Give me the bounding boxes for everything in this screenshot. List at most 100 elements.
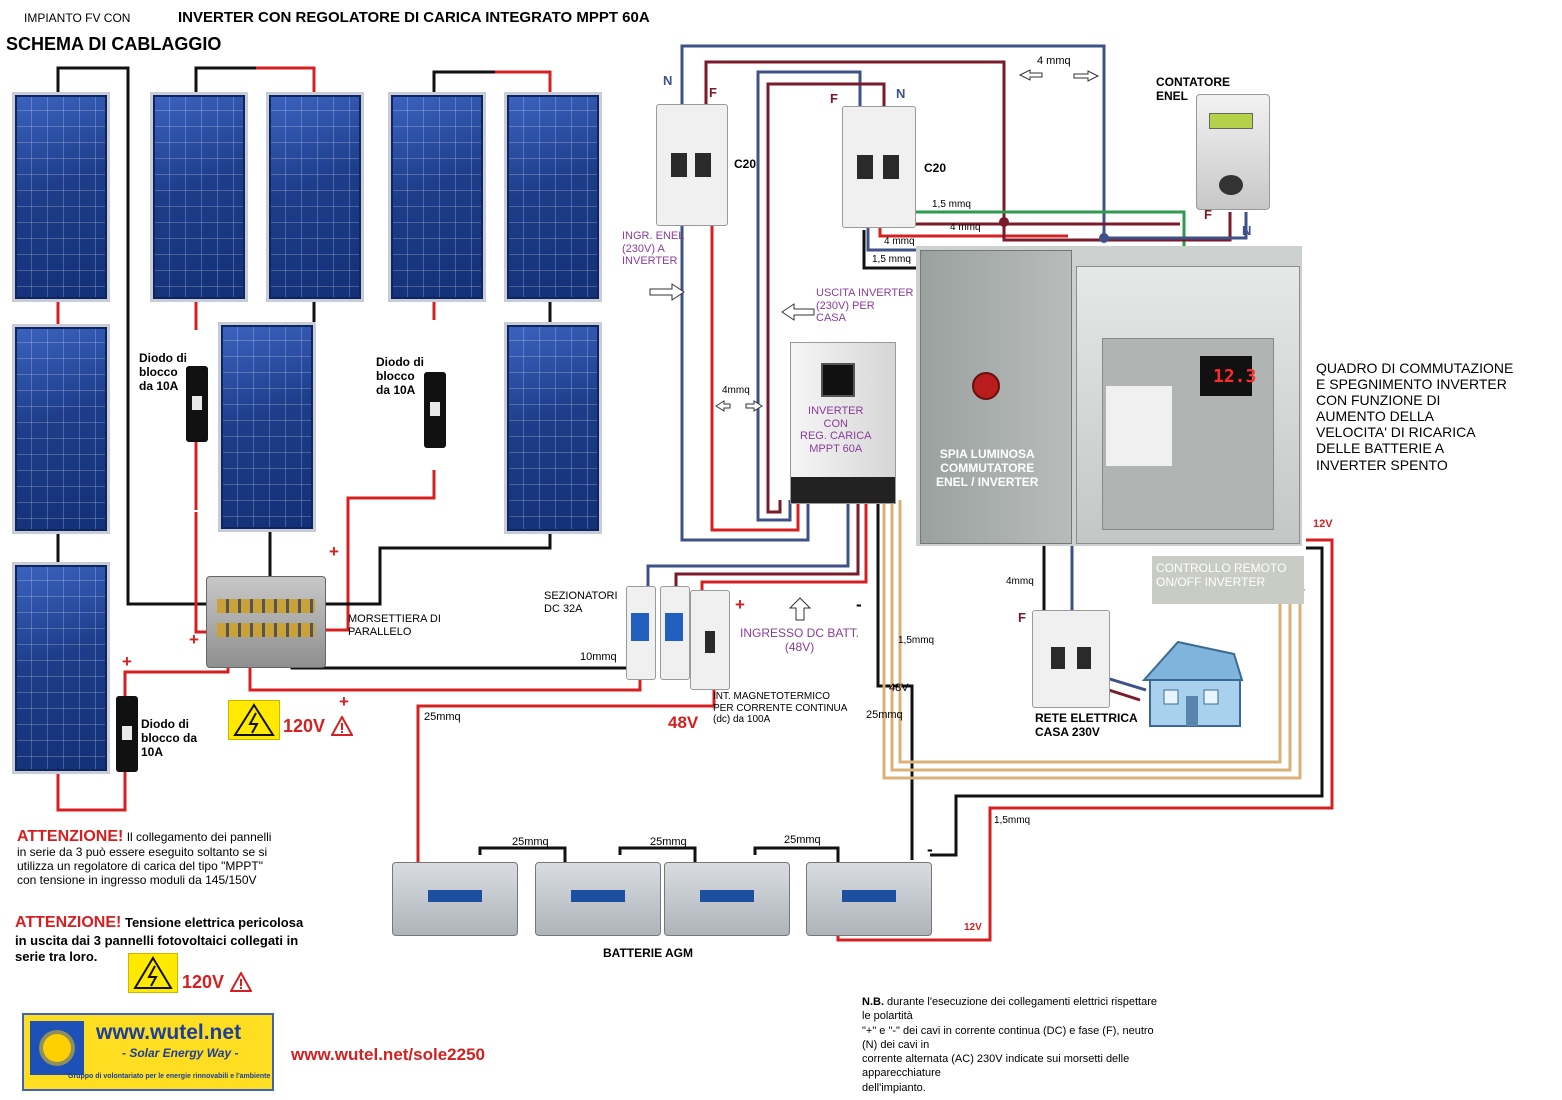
solar-panel-9	[504, 322, 602, 534]
plus-sign-2: +	[189, 630, 199, 649]
solar-panel-7	[388, 92, 486, 302]
wire-10mmq-label: 10mmq	[580, 651, 617, 663]
website-url[interactable]: www.wutel.net/sole2250	[291, 1045, 485, 1064]
indicator-light-label: SPIA LUMINOSA COMMUTATORE ENEL / INVERTE…	[936, 447, 1039, 489]
meter-neutral-label: N	[1242, 223, 1252, 238]
voltage-12v-top: 12V	[1313, 518, 1333, 530]
enel-meter	[1196, 94, 1270, 210]
solar-panel-6	[218, 322, 316, 532]
minus-sign-battery: -	[927, 840, 933, 859]
neutral-label-right: N	[896, 86, 906, 101]
note-bold: N.B.	[862, 996, 884, 1008]
magnetothermic-breaker-label: INT. MAGNETOTERMICO PER CORRENTE CONTINU…	[713, 691, 848, 725]
wire-4mmq-a: 4 mmq	[884, 236, 915, 247]
wire-4mmq-top: 4 mmq	[1037, 55, 1071, 67]
terminal-block	[206, 576, 326, 668]
title-main: INVERTER CON REGOLATORE DI CARICA INTEGR…	[178, 9, 650, 26]
wire-panel-top-3	[432, 70, 495, 92]
ac-breaker-c20-right	[842, 106, 916, 228]
wire-panel-top-2	[194, 66, 256, 92]
house-phase-label: F	[1018, 610, 1026, 625]
warning-triangle-icon-2	[230, 972, 252, 992]
minus-sign-dc: -	[856, 595, 862, 614]
high-voltage-warning-icon	[228, 700, 280, 740]
solar-panel-1	[12, 92, 110, 302]
inverter-output-label: USCITA INVERTER (230V) PER CASA	[816, 287, 914, 325]
switching-panel-description: QUADRO DI COMMUTAZIONE E SPEGNIMENTO INV…	[1316, 360, 1514, 473]
wire-25mmq-right: 25mmq	[866, 709, 903, 721]
wire-25mmq-left: 25mmq	[424, 711, 461, 723]
diode-label-3: Diodo di blocco da 10A	[141, 717, 198, 759]
voltage-48v-label: 48V	[889, 682, 909, 694]
agm-battery-1	[392, 862, 518, 936]
warning-voltage-title: ATTENZIONE!	[15, 914, 122, 931]
diode-label-1: Diodo di blocco da 10A	[139, 351, 187, 393]
wire-15mmq-b: 1,5 mmq	[872, 254, 911, 265]
voltage-display: 12.3	[1213, 366, 1257, 387]
wire-panel-top-1	[56, 66, 215, 606]
inverter-label: INVERTER CON REG. CARICA MPPT 60A	[800, 405, 872, 455]
wire-4mmq-quadro: 4mmq	[1006, 576, 1034, 587]
wire-4mmq-mid: 4 mmq	[950, 222, 981, 233]
wiring-note: N.B. durante l'esecuzione dei collegamen…	[862, 995, 1162, 1095]
plus-sign-1: +	[329, 542, 339, 561]
solar-panel-4	[150, 92, 248, 302]
neutral-label-left: N	[663, 73, 673, 88]
voltage-120v-label-2: 120V	[182, 972, 225, 992]
solar-panel-3	[12, 562, 110, 774]
house-icon	[1141, 640, 1244, 727]
wire-panel-top-3r	[495, 70, 552, 92]
wire-15mmq-d: 1,5mmq	[994, 815, 1031, 826]
batteries-label: BATTERIE AGM	[603, 946, 693, 960]
voltage-48v-red: 48V	[668, 713, 699, 732]
phase-label-right: F	[830, 91, 838, 106]
plus-sign-dc: +	[735, 595, 745, 614]
warning-mppt-text: Il collegamento dei pannelli in serie da…	[17, 830, 272, 887]
inverter-mppt-60a	[790, 342, 896, 504]
blocking-diode-1	[186, 366, 208, 442]
warning-voltage: ATTENZIONE! Tensione elettrica pericolos…	[15, 913, 395, 966]
schema-title: SCHEMA DI CABLAGGIO	[6, 34, 222, 54]
wire-25mmq-b2: 25mmq	[650, 836, 687, 848]
remote-control-box	[1152, 556, 1304, 604]
meter-label: CONTATORE ENEL	[1156, 75, 1230, 103]
solar-panel-2	[12, 324, 110, 534]
note-text: durante l'esecuzione dei collegamenti el…	[862, 996, 1157, 1094]
agm-battery-2	[535, 862, 661, 936]
meter-phase-label: F	[1204, 207, 1212, 222]
dc-disconnector-1	[626, 586, 656, 680]
disconnectors-label: SEZIONATORI DC 32A	[544, 590, 618, 615]
plus-sign-3: +	[122, 652, 132, 671]
switching-panel	[916, 246, 1302, 546]
plus-sign-4: +	[339, 692, 349, 711]
logo-site: www.wutel.net	[96, 1021, 242, 1044]
warning-voltage-text: Tensione elettrica pericolosa in uscita …	[15, 915, 304, 965]
remote-control-label: CONTROLLO REMOTO ON/OFF INVERTER	[1156, 561, 1287, 589]
wutel-logo: www.wutel.net - Solar Energy Way - Grupp…	[22, 1013, 274, 1091]
dc-disconnector-2	[660, 586, 690, 680]
logo-tagline: - Solar Energy Way -	[122, 1046, 239, 1060]
terminal-block-label: MORSETTIERA DI PARALLELO	[348, 613, 441, 638]
agm-battery-3	[664, 862, 790, 936]
wire-4mmq-inverter: 4mmq	[722, 385, 750, 396]
blocking-diode-2	[424, 372, 446, 448]
warning-mppt-title: ATTENZIONE!	[17, 828, 124, 845]
ac-breaker-c20-left	[656, 104, 728, 226]
dc-input-label: INGRESSO DC BATT. (48V)	[740, 626, 860, 654]
sun-icon	[30, 1021, 84, 1075]
phase-label-left: F	[709, 85, 717, 100]
wire-panel-top-2r	[256, 66, 316, 92]
warning-triangle-icon	[331, 716, 353, 736]
agm-battery-4	[806, 862, 932, 936]
solar-panel-5	[266, 92, 364, 302]
house-grid-label: RETE ELETTRICA CASA 230V	[1035, 711, 1138, 739]
warning-mppt: ATTENZIONE! Il collegamento dei pannelli…	[17, 828, 397, 888]
logo-caption: Gruppo di volontariato per le energie ri…	[68, 1073, 271, 1080]
voltage-12v-bottom: 12V	[964, 922, 982, 933]
enel-input-label: INGR. ENEL (230V) A INVERTER	[622, 230, 685, 268]
wire-15mmq-c: 1,5mmq	[898, 635, 935, 646]
dc-magnetothermic-breaker	[690, 590, 730, 690]
wire-25mmq-b1: 25mmq	[512, 836, 549, 848]
blocking-diode-3	[116, 696, 138, 772]
